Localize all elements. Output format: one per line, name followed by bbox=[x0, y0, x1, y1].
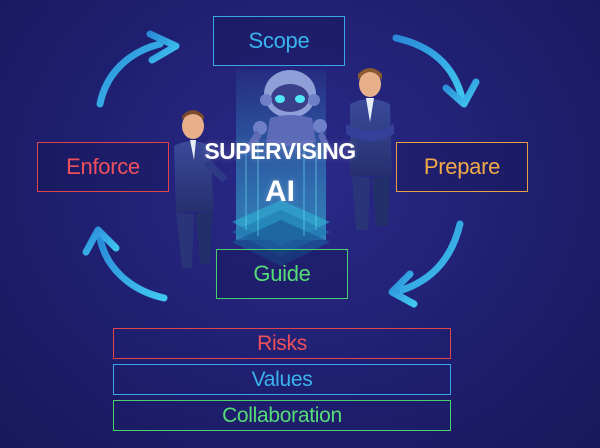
guide-label: Guide bbox=[253, 261, 311, 286]
cycle-arrow-top-left bbox=[96, 30, 180, 108]
cycle-arrow-bottom-left bbox=[82, 226, 168, 302]
cycle-arrow-bottom-right bbox=[388, 220, 464, 308]
businessman-right bbox=[346, 68, 394, 230]
guide-box: Guide bbox=[216, 249, 348, 299]
pillar-risks-label: Risks bbox=[257, 331, 307, 355]
scope-box: Scope bbox=[213, 16, 345, 66]
robot-icon bbox=[244, 70, 332, 152]
prepare-box: Prepare bbox=[396, 142, 528, 192]
pillar-collaboration-label: Collaboration bbox=[222, 403, 342, 427]
pillar-collaboration: Collaboration bbox=[113, 400, 451, 431]
prepare-label: Prepare bbox=[423, 154, 501, 179]
center-title-line2: AI bbox=[265, 175, 295, 208]
pillar-values-label: Values bbox=[251, 367, 313, 391]
enforce-label: Enforce bbox=[66, 154, 140, 179]
center-title-line1: SUPERVISING bbox=[204, 138, 356, 164]
pillar-values: Values bbox=[113, 364, 451, 395]
enforce-box: Enforce bbox=[37, 142, 169, 192]
businessman-left bbox=[174, 110, 228, 268]
scope-label: Scope bbox=[248, 28, 310, 53]
pillar-risks: Risks bbox=[113, 328, 451, 359]
cycle-arrow-top-right bbox=[392, 34, 480, 108]
